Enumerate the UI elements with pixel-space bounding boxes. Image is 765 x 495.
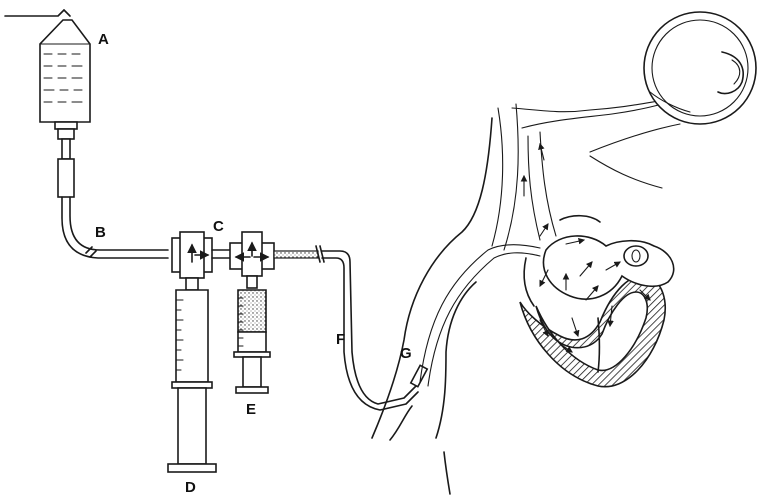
label-b: B [95, 224, 106, 241]
small-syringe [234, 276, 270, 393]
eye [644, 12, 756, 124]
label-f: F [336, 331, 345, 348]
iv-bag [5, 10, 90, 139]
label-d: D [185, 479, 196, 495]
stopcock-2 [230, 232, 274, 276]
arm-outline [372, 118, 492, 494]
heart [520, 144, 674, 387]
iv-tubing [58, 139, 168, 258]
label-c: C [213, 218, 224, 235]
label-a: A [98, 31, 109, 48]
extension-tube [274, 246, 427, 410]
label-g: G [400, 345, 412, 362]
stopcock-1 [172, 232, 212, 278]
large-syringe [168, 278, 216, 472]
connector-tube [212, 250, 230, 258]
label-e: E [246, 401, 256, 418]
